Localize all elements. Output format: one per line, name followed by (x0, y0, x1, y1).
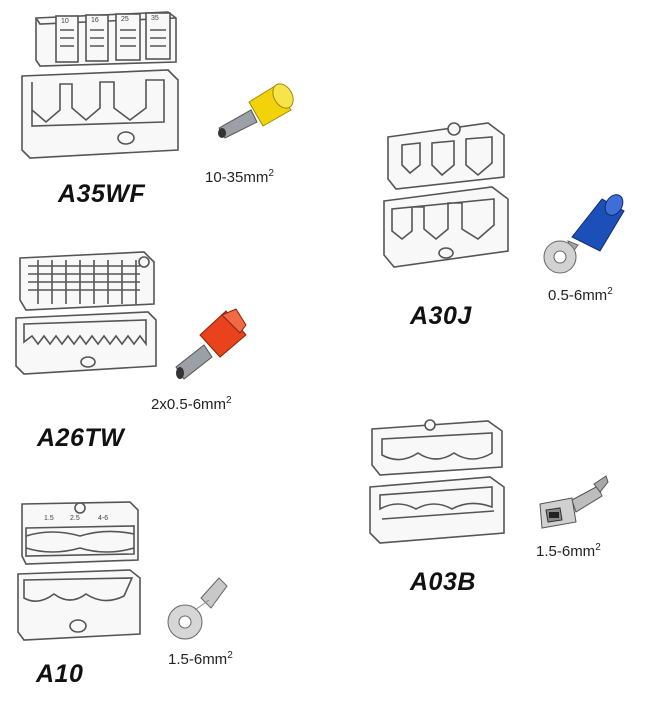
die-set-a03b-image (369, 419, 505, 544)
spec-a10: 1.5-6mm2 (168, 650, 233, 668)
die-set-a35wf-image: 10 16 25 35 (21, 11, 179, 159)
die-mark: 25 (121, 16, 129, 23)
blue-insulated-ring-icon (543, 194, 625, 274)
model-label-a35wf: A35WF (58, 180, 146, 208)
spec-a03b: 1.5-6mm2 (536, 542, 601, 560)
die-mark: 35 (151, 15, 159, 22)
die-set-a30j-image (383, 122, 509, 268)
die-mark: 2.5 (70, 515, 80, 522)
die-mark: 1.5 (44, 515, 54, 522)
red-twin-ferrule-icon (175, 308, 247, 380)
spec-a26tw: 2x0.5-6mm2 (151, 395, 232, 413)
model-label-a26tw: A26TW (37, 424, 125, 452)
die-set-a10-image: 1.5 2.5 4-6 (17, 501, 141, 641)
flag-terminal-icon (539, 475, 609, 529)
spec-a35wf: 10-35mm2 (205, 168, 274, 186)
model-label-a10: A10 (36, 660, 84, 688)
ring-terminal-icon (167, 577, 228, 640)
model-label-a30j: A30J (410, 302, 472, 330)
yellow-ferrule-icon (218, 83, 294, 139)
spec-a30j: 0.5-6mm2 (548, 286, 613, 304)
die-mark: 10 (61, 18, 69, 25)
die-set-a26tw-image (15, 251, 157, 375)
die-mark: 4-6 (98, 515, 108, 522)
die-mark: 16 (91, 17, 99, 24)
model-label-a03b: A03B (410, 568, 476, 596)
